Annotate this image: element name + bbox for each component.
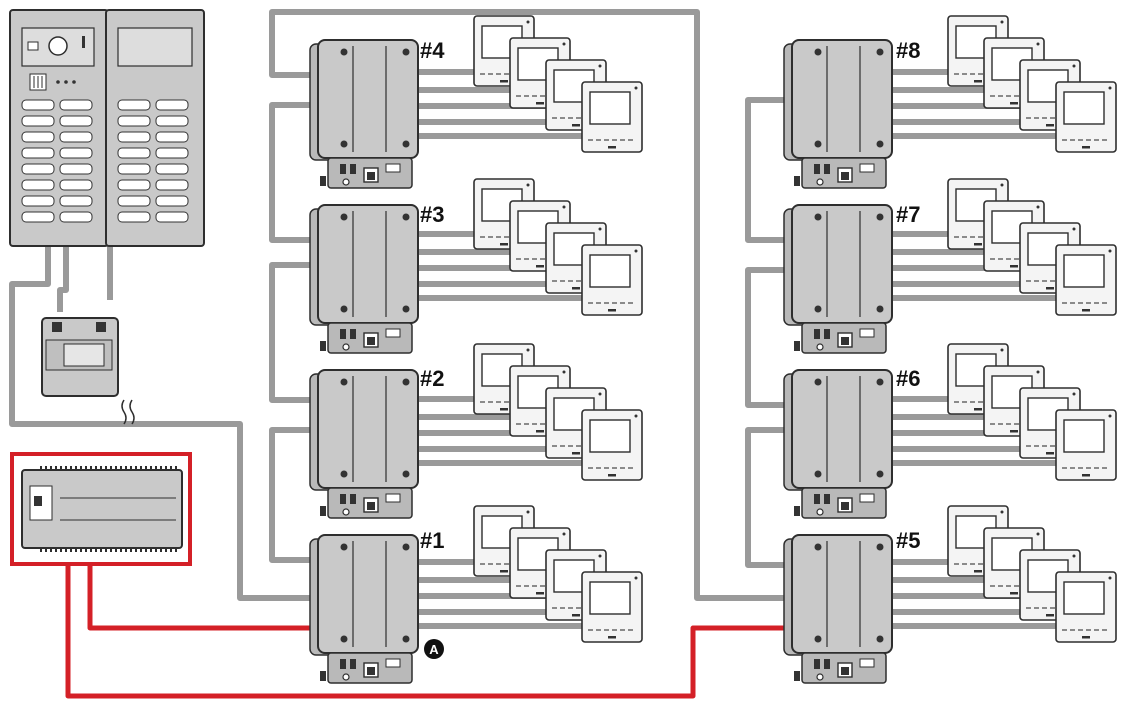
distributor-4 bbox=[309, 39, 419, 189]
distributor-5 bbox=[783, 534, 893, 684]
distributor-label-5: #5 bbox=[896, 528, 920, 553]
distributor-8 bbox=[783, 39, 893, 189]
controller-unit bbox=[10, 452, 192, 566]
power-supply bbox=[41, 317, 135, 425]
highlight-wiring bbox=[65, 562, 796, 699]
distributor-6 bbox=[783, 369, 893, 519]
entrance-panel bbox=[9, 9, 205, 247]
distributor-label-7: #7 bbox=[896, 202, 920, 227]
distributor-label-3: #3 bbox=[420, 202, 444, 227]
distributor-label-8: #8 bbox=[896, 38, 920, 63]
distributor-label-1: #1 bbox=[420, 528, 444, 553]
distributor-group-left bbox=[309, 39, 419, 684]
distributor-label-4: #4 bbox=[420, 38, 445, 63]
distributor-2 bbox=[309, 369, 419, 519]
distributor-group-right bbox=[783, 39, 893, 684]
marker-a: A bbox=[424, 639, 444, 659]
distributor-label-2: #2 bbox=[420, 366, 444, 391]
distributor-7 bbox=[783, 204, 893, 354]
distributor-1 bbox=[309, 534, 419, 684]
marker-a-letter: A bbox=[429, 642, 439, 657]
distributor-label-6: #6 bbox=[896, 366, 920, 391]
distributor-3 bbox=[309, 204, 419, 354]
